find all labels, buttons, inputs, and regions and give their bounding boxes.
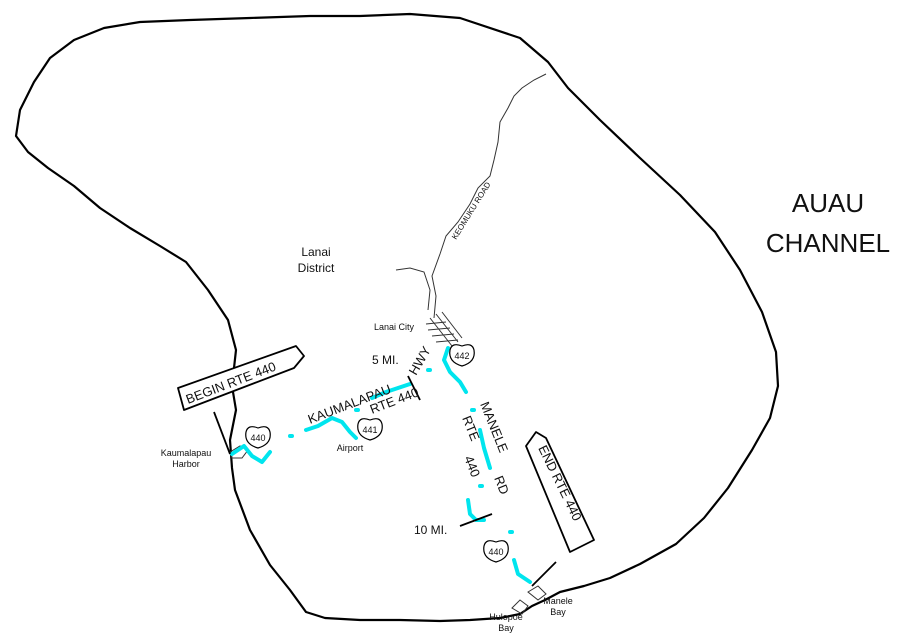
lanai-city-label: Lanai City <box>374 322 415 332</box>
manele-rte-label-1: RTE <box>459 414 483 444</box>
hwy-seg-manele1 <box>478 428 492 470</box>
manele-rte-label-2: 440 <box>461 454 483 480</box>
shield-441: 441 <box>357 418 383 441</box>
lanai-city-street-grid <box>425 311 463 347</box>
hwy-seg-manele3 <box>512 558 532 584</box>
begin-rte-440-flag: BEGIN RTE 440 <box>177 345 305 455</box>
mile5-label: 5 MI. <box>372 353 399 367</box>
svg-text:440: 440 <box>488 547 503 557</box>
district-label-line1: Lanai <box>301 245 330 259</box>
shield-440-west: 440 <box>245 426 271 449</box>
svg-text:440: 440 <box>250 433 265 443</box>
hwy-seg-harbor <box>230 444 272 464</box>
manele-label-line2: Bay <box>550 607 566 617</box>
hwy-seg-mid <box>370 382 412 400</box>
svg-text:442: 442 <box>454 351 469 361</box>
hwy-seg-curve <box>304 416 358 440</box>
end-rte-440-flag: END RTE 440 <box>525 431 595 587</box>
mile10-tick <box>459 513 493 527</box>
hulopoe-bay-detail <box>511 599 529 615</box>
keomuku-road-label: KEOMUKU ROAD <box>450 180 493 241</box>
hulopoe-label-line2: Bay <box>498 623 514 633</box>
mile5-tick <box>407 375 421 401</box>
keomuku-road <box>431 73 547 319</box>
island-coastline <box>14 12 780 623</box>
kaumalapau-harbor-detail <box>229 445 249 459</box>
kaumalapau-label-line2: Harbor <box>172 459 200 469</box>
mile10-label: 10 MI. <box>414 523 447 537</box>
manele-bay-detail <box>527 585 547 601</box>
manele-rd-label-2: RD <box>491 474 512 497</box>
district-label-line2: District <box>298 261 335 275</box>
hwy-seg-manele2 <box>466 498 486 522</box>
manele-label-line1: Manele <box>543 596 573 606</box>
auau-channel-label-line1: AUAU <box>792 188 864 218</box>
airport-label: Airport <box>337 443 364 453</box>
kaumalapau-label-line1: Kaumalapau <box>161 448 212 458</box>
svg-text:441: 441 <box>362 425 377 435</box>
route-440 <box>230 346 532 584</box>
hwy-seg-city <box>442 346 468 394</box>
shield-442: 442 <box>449 344 475 367</box>
auau-channel-label-line2: CHANNEL <box>766 228 890 258</box>
hulopoe-label-line1: Hulopoe <box>489 612 523 622</box>
shield-440-south: 440 <box>483 540 509 563</box>
side-road <box>395 267 431 311</box>
kaumalapau-hwy-label-hwy: HWY <box>406 343 434 377</box>
